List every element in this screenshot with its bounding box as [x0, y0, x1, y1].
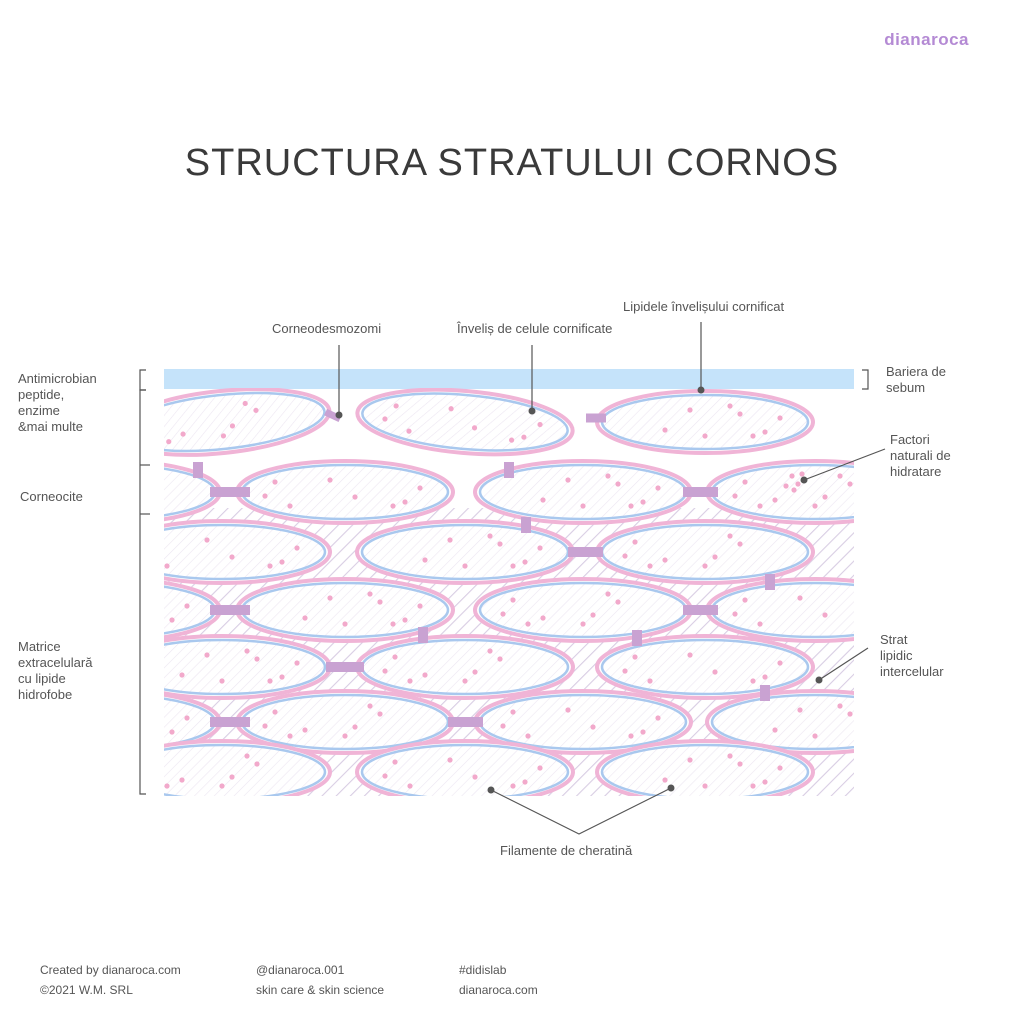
label-corneocite: Corneocite — [20, 489, 83, 504]
label-antimicrobian: Antimicrobian peptide, enzime &mai multe — [18, 371, 97, 434]
corneocyte-cell — [235, 689, 455, 755]
corneocyte-cell — [164, 739, 332, 796]
corneocyte-cell — [595, 634, 815, 700]
corneodesmosome — [210, 605, 250, 615]
corneocyte-cell — [164, 388, 332, 457]
corneodesmosome — [504, 462, 514, 478]
footer-credits: Created by dianaroca.com ©2021 W.M. SRL — [40, 960, 181, 1000]
label-strat: Strat lipidic intercelular — [880, 632, 944, 679]
label-lipidele: Lipidele învelișului cornificat — [623, 299, 785, 314]
corneocyte-cell — [705, 689, 854, 755]
corneocyte-cell — [164, 519, 332, 585]
leader-lines — [338, 322, 886, 835]
corneocyte-cell — [355, 388, 575, 457]
corneocyte-cell — [595, 519, 815, 585]
nmf-cluster — [783, 471, 805, 493]
corneocyte-cell — [705, 459, 854, 525]
corneodesmosome — [632, 630, 642, 646]
footer-copyright: ©2021 W.M. SRL — [40, 983, 133, 997]
corneocyte-cell — [235, 577, 455, 643]
footer-tagline: skin care & skin science — [256, 983, 385, 997]
corneodesmosome — [448, 717, 483, 727]
corneodesmosome — [326, 662, 364, 672]
brand-logo: dianaroca — [884, 30, 969, 49]
footer-handle: @dianaroca.001 — [256, 963, 345, 977]
label-corneodesmozomi: Corneodesmozomi — [272, 321, 382, 336]
corneodesmosome — [521, 517, 531, 533]
leader-dots — [335, 386, 823, 794]
corneodesmosome — [760, 685, 770, 701]
corneodesmosome — [193, 462, 203, 478]
corneocyte-cell — [595, 739, 815, 796]
corneodesmosome — [418, 627, 428, 643]
label-bariera: Bariera de sebum — [886, 364, 946, 395]
footer-links: #didislab dianaroca.com — [459, 960, 538, 1000]
corneocyte-cell — [473, 577, 693, 643]
sebum-barrier — [164, 369, 854, 389]
corneocyte-cell — [705, 577, 854, 643]
corneocyte-cell — [235, 459, 455, 525]
label-matrice: Matrice extracelulară cu lipide hidrofob… — [18, 639, 93, 702]
label-filamente: Filamente de cheratină — [500, 843, 633, 858]
corneodesmosome — [210, 717, 250, 727]
right-bracket — [862, 369, 869, 390]
footer-created: Created by dianaroca.com — [40, 963, 181, 977]
corneocyte-cell — [355, 739, 575, 796]
corneocyte-cell — [355, 634, 575, 700]
corneodesmosome — [324, 408, 342, 423]
left-brackets — [139, 369, 150, 795]
corneodesmosome — [683, 605, 718, 615]
corneocyte-cell — [355, 519, 575, 585]
corneodesmosome — [210, 487, 250, 497]
label-factori: Factori naturali de hidratare — [890, 432, 951, 479]
footer-social: @dianaroca.001 skin care & skin science — [256, 960, 384, 1000]
corneodesmosome-layer — [193, 408, 775, 727]
footer-site: dianaroca.com — [459, 983, 538, 997]
corneocyte-layer — [164, 388, 854, 796]
corneodesmosome — [683, 487, 718, 497]
corneocyte-cell — [473, 459, 693, 525]
corneocyte-cell — [164, 634, 332, 700]
corneodesmosome — [568, 547, 603, 557]
corneodesmosome — [586, 413, 606, 423]
corneocyte-cell — [595, 389, 815, 455]
corneodesmosome — [765, 574, 775, 590]
page-title: STRUCTURA STRATULUI CORNOS — [184, 142, 840, 184]
corneocyte-cell — [164, 580, 222, 640]
label-invelis: Înveliș de celule cornificate — [457, 321, 613, 336]
footer-hashtag: #didislab — [459, 963, 507, 977]
